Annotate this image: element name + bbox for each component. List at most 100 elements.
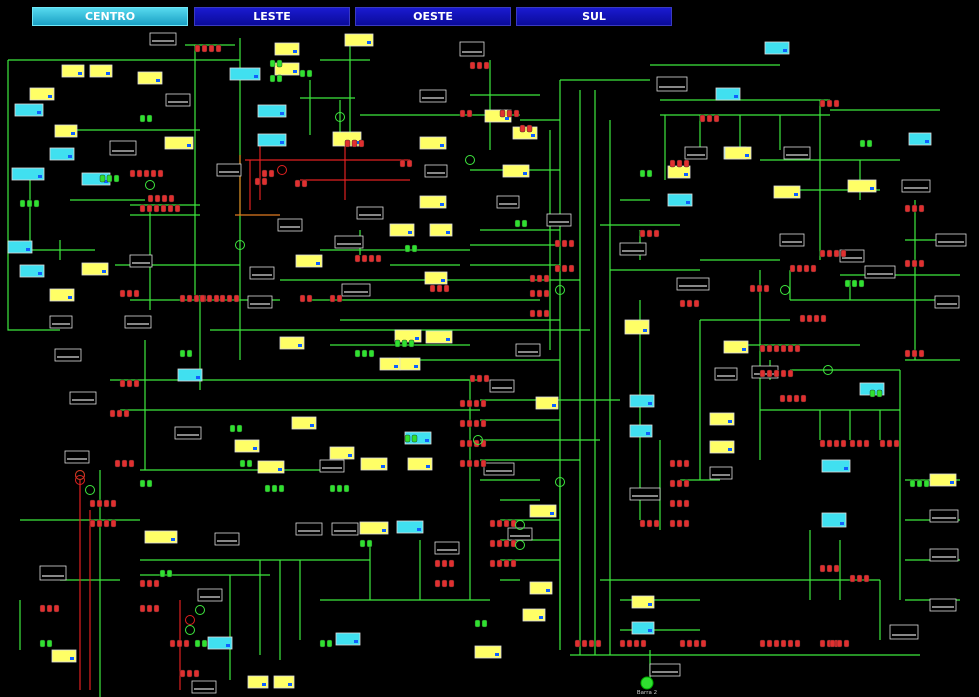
breaker-closed-icon[interactable] (619, 639, 626, 648)
breaker-closed-icon[interactable] (554, 264, 561, 273)
substation-box[interactable] (49, 147, 75, 161)
breaker-open-icon[interactable] (329, 484, 336, 493)
breaker-closed-icon[interactable] (686, 299, 693, 308)
breaker-closed-icon[interactable] (856, 439, 863, 448)
breaker-closed-icon[interactable] (466, 399, 473, 408)
breaker-closed-icon[interactable] (840, 249, 847, 258)
substation-box[interactable] (49, 288, 75, 302)
substation-box[interactable] (934, 295, 960, 309)
breaker-closed-icon[interactable] (819, 639, 826, 648)
breaker-closed-icon[interactable] (646, 519, 653, 528)
substation-box[interactable] (329, 446, 355, 460)
substation-box[interactable] (629, 394, 655, 408)
breaker-open-icon[interactable] (359, 539, 366, 548)
breaker-closed-icon[interactable] (699, 114, 706, 123)
substation-box[interactable] (546, 213, 572, 227)
breaker-closed-icon[interactable] (489, 559, 496, 568)
breaker-closed-icon[interactable] (168, 194, 175, 203)
breaker-closed-icon[interactable] (503, 539, 510, 548)
substation-box[interactable] (419, 89, 447, 103)
breaker-closed-icon[interactable] (154, 194, 161, 203)
substation-box[interactable] (724, 146, 752, 160)
substation-box[interactable] (61, 64, 85, 78)
breaker-closed-icon[interactable] (459, 439, 466, 448)
breaker-closed-icon[interactable] (466, 439, 473, 448)
breaker-closed-icon[interactable] (679, 299, 686, 308)
breaker-closed-icon[interactable] (653, 229, 660, 238)
breaker-closed-icon[interactable] (911, 259, 918, 268)
breaker-closed-icon[interactable] (787, 639, 794, 648)
substation-box[interactable] (631, 595, 655, 609)
breaker-open-icon[interactable] (106, 174, 113, 183)
breaker-closed-icon[interactable] (787, 369, 794, 378)
breaker-closed-icon[interactable] (126, 379, 133, 388)
breaker-open-icon[interactable] (26, 199, 33, 208)
breaker-closed-icon[interactable] (639, 229, 646, 238)
breaker-closed-icon[interactable] (434, 559, 441, 568)
breaker-closed-icon[interactable] (529, 289, 536, 298)
breaker-closed-icon[interactable] (476, 374, 483, 383)
breaker-open-icon[interactable] (326, 639, 333, 648)
breaker-closed-icon[interactable] (759, 639, 766, 648)
breaker-closed-icon[interactable] (496, 519, 503, 528)
breaker-closed-icon[interactable] (568, 239, 575, 248)
breaker-closed-icon[interactable] (676, 479, 683, 488)
breaker-closed-icon[interactable] (150, 169, 157, 178)
breaker-closed-icon[interactable] (780, 639, 787, 648)
breaker-open-icon[interactable] (246, 459, 253, 468)
breaker-closed-icon[interactable] (810, 264, 817, 273)
breaker-open-icon[interactable] (299, 69, 306, 78)
substation-box[interactable] (676, 277, 710, 291)
breaker-closed-icon[interactable] (459, 459, 466, 468)
breaker-closed-icon[interactable] (833, 564, 840, 573)
substation-box[interactable] (502, 164, 530, 178)
breaker-closed-icon[interactable] (779, 394, 786, 403)
breaker-closed-icon[interactable] (46, 604, 53, 613)
breaker-open-icon[interactable] (194, 639, 201, 648)
breaker-open-icon[interactable] (366, 539, 373, 548)
substation-box[interactable] (419, 136, 447, 150)
breaker-open-icon[interactable] (858, 279, 865, 288)
breaker-closed-icon[interactable] (169, 639, 176, 648)
tab-sul[interactable]: SUL (516, 7, 672, 26)
substation-box[interactable] (214, 532, 240, 546)
breaker-closed-icon[interactable] (146, 204, 153, 213)
breaker-closed-icon[interactable] (706, 114, 713, 123)
substation-box[interactable] (396, 520, 424, 534)
breaker-closed-icon[interactable] (206, 294, 213, 303)
breaker-closed-icon[interactable] (669, 519, 676, 528)
breaker-open-icon[interactable] (236, 424, 243, 433)
substation-box[interactable] (407, 457, 433, 471)
breaker-closed-icon[interactable] (911, 204, 918, 213)
breaker-closed-icon[interactable] (133, 379, 140, 388)
breaker-closed-icon[interactable] (503, 559, 510, 568)
breaker-closed-icon[interactable] (466, 109, 473, 118)
breaker-closed-icon[interactable] (473, 419, 480, 428)
breaker-closed-icon[interactable] (640, 639, 647, 648)
breaker-closed-icon[interactable] (133, 289, 140, 298)
breaker-open-icon[interactable] (166, 569, 173, 578)
breaker-closed-icon[interactable] (358, 139, 365, 148)
breaker-closed-icon[interactable] (219, 294, 226, 303)
breaker-closed-icon[interactable] (833, 99, 840, 108)
breaker-closed-icon[interactable] (653, 519, 660, 528)
breaker-closed-icon[interactable] (489, 539, 496, 548)
breaker-closed-icon[interactable] (161, 194, 168, 203)
substation-box[interactable] (334, 235, 364, 249)
breaker-closed-icon[interactable] (368, 254, 375, 263)
breaker-closed-icon[interactable] (904, 349, 911, 358)
breaker-closed-icon[interactable] (568, 264, 575, 273)
breaker-closed-icon[interactable] (669, 479, 676, 488)
breaker-closed-icon[interactable] (683, 499, 690, 508)
substation-box[interactable] (257, 133, 287, 147)
breaker-closed-icon[interactable] (139, 579, 146, 588)
breaker-closed-icon[interactable] (89, 519, 96, 528)
breaker-closed-icon[interactable] (153, 204, 160, 213)
breaker-closed-icon[interactable] (904, 204, 911, 213)
substation-box[interactable] (164, 136, 194, 150)
breaker-open-icon[interactable] (844, 279, 851, 288)
breaker-open-icon[interactable] (239, 459, 246, 468)
breaker-open-icon[interactable] (923, 479, 930, 488)
substation-box[interactable] (149, 32, 177, 46)
breaker-closed-icon[interactable] (794, 344, 801, 353)
